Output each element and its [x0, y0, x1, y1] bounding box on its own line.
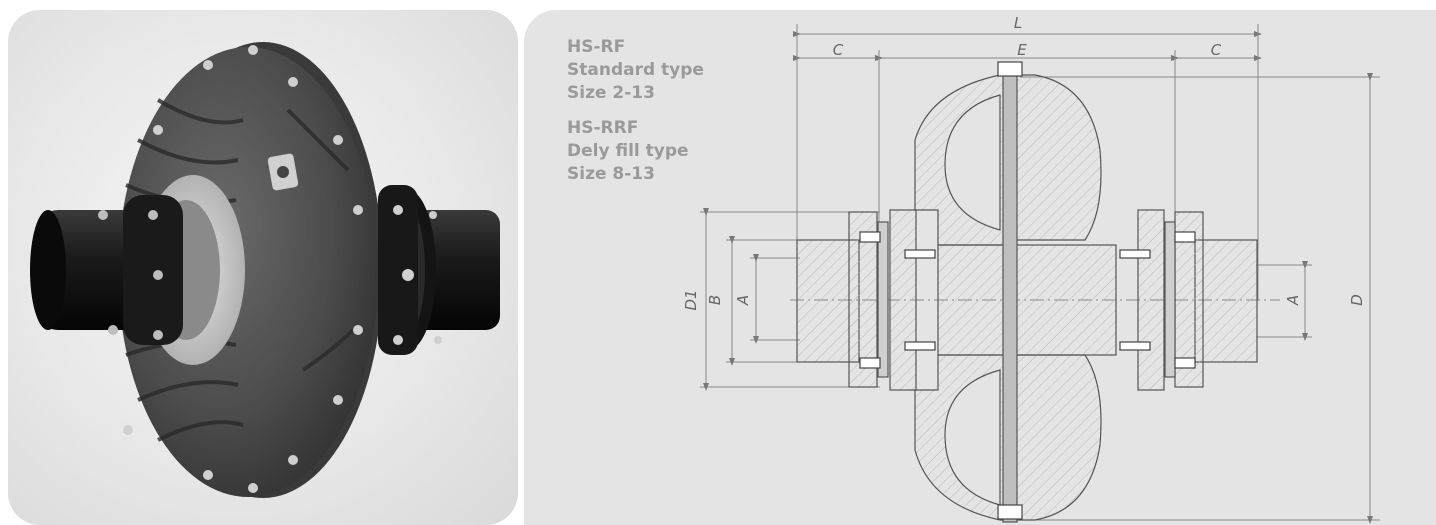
- spec-model: HS-RRF: [567, 118, 639, 138]
- dim-A-right: A: [1284, 295, 1302, 306]
- spec-size: Size 2-13: [567, 83, 655, 103]
- fluid-coupling-render: [30, 42, 500, 498]
- right-coupling-plates: [378, 185, 442, 355]
- dim-C-left: C: [833, 41, 844, 59]
- dim-D1: D1: [682, 289, 700, 310]
- section-drawing: L C E C D1 B A A D: [682, 14, 1380, 524]
- dimension-labels: L C E C D1 B A A D: [682, 14, 1366, 311]
- dim-B: B: [706, 295, 724, 305]
- dim-D: D: [1348, 294, 1366, 306]
- spec-group-standard: HS-RF Standard type Size 2-13: [567, 36, 704, 105]
- spec-type: Standard type: [567, 60, 704, 80]
- product-render-panel: [8, 10, 518, 525]
- spec-type: Dely fill type: [567, 141, 689, 161]
- spec-size: Size 8-13: [567, 164, 655, 184]
- section-body: [796, 61, 1258, 523]
- spec-labels: HS-RF Standard type Size 2-13 HS-RRF Del…: [567, 36, 704, 198]
- left-hub: [30, 195, 183, 345]
- dim-L: L: [1014, 14, 1022, 32]
- spec-model: HS-RF: [567, 37, 626, 57]
- dim-A-left: A: [734, 295, 752, 306]
- spec-group-delay-fill: HS-RRF Dely fill type Size 8-13: [567, 117, 704, 186]
- dim-C-right: C: [1211, 41, 1222, 59]
- dim-E: E: [1017, 41, 1027, 59]
